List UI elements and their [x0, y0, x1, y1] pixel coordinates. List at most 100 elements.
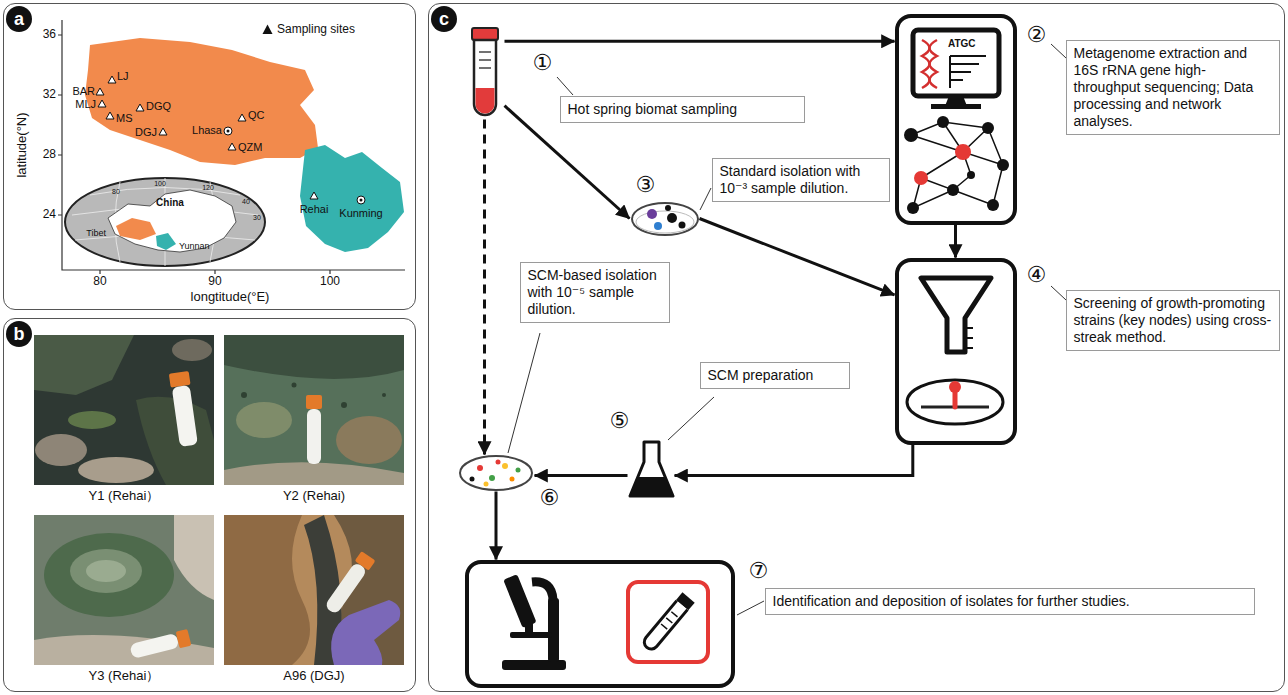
site-photo: [176, 629, 192, 648]
region-label: China: [156, 197, 184, 209]
site-photo: [44, 533, 174, 617]
microscope-icon: [532, 582, 553, 600]
site-photo: [86, 560, 126, 582]
network-graph: [982, 122, 994, 134]
site-photo: [324, 561, 368, 615]
panel-letter: c: [431, 6, 457, 32]
site-label: LJ: [117, 70, 129, 83]
site-marker: [106, 112, 114, 119]
petri-dish-icon: [510, 477, 515, 482]
flow-arrow: [505, 40, 895, 43]
site-photo: [129, 629, 191, 660]
site-photo: [68, 411, 116, 429]
axis-tick: 28: [43, 148, 56, 162]
site-photo: [172, 339, 212, 361]
site-marker: [108, 76, 116, 83]
petri-dish-icon: [667, 213, 677, 223]
site-label: MS: [116, 112, 133, 125]
flow-arrow: [700, 219, 895, 295]
legend-row: Sampling sites: [262, 22, 355, 36]
step-box: SCM-based isolation with 10⁻⁵ sample dil…: [520, 262, 670, 323]
petri-dish-icon: [632, 203, 698, 235]
yunnan-region: [300, 145, 404, 252]
site-marker: [96, 76, 318, 199]
leader-line: [508, 44, 1066, 615]
petri-dish-icon: [665, 205, 671, 211]
map-axes: [62, 20, 405, 270]
petri-dish: ③: [630, 200, 700, 238]
cross-streak-plate: [907, 380, 1003, 424]
step-box: Metagenome extraction and 16S rRNA gene …: [1066, 40, 1280, 135]
storage-tube-icon: [628, 582, 708, 662]
network-graph: [947, 184, 959, 196]
city-marker: [357, 196, 365, 204]
site-photo: [292, 383, 297, 388]
step-box: SCM preparation: [700, 362, 850, 389]
sample-tube-icon: [472, 28, 498, 40]
site-photo: [224, 462, 404, 485]
site-photo: [382, 393, 386, 397]
city-marker: [224, 127, 232, 135]
inset-globe: [108, 190, 236, 252]
computer-icon: [931, 104, 981, 109]
site-photo: [224, 515, 404, 665]
computer-icon: [913, 30, 999, 96]
sample-tube-icon: [472, 28, 498, 115]
inset-globe: [116, 218, 156, 240]
legend-symbol: [263, 24, 273, 34]
step-box: Screening of growth-promoting strains (k…: [1066, 290, 1280, 351]
microscope-icon: [502, 574, 566, 670]
site-photo: [169, 371, 199, 447]
step-text: Metagenome extraction and 16S rRNA gene …: [1074, 45, 1272, 130]
site-photo: [78, 457, 154, 483]
step-number: ②: [1027, 24, 1047, 46]
leader-line: [700, 188, 711, 210]
site-label: QZM: [238, 141, 262, 154]
legend-swatch: [262, 24, 273, 35]
funnel-icon: [921, 278, 991, 352]
site-photo: [224, 335, 404, 379]
flow-arrow: [483, 120, 486, 455]
site-photo: [306, 395, 322, 409]
step-number: ⑦: [749, 560, 769, 582]
sample-tube-icon: [479, 52, 491, 68]
site-label: DGJ: [135, 126, 157, 139]
site-marker: [228, 143, 236, 150]
axis-tick: 32: [43, 88, 56, 102]
map-axes: [58, 35, 330, 274]
flow-arrow: [495, 492, 498, 560]
step-number: ⑥: [540, 487, 560, 509]
site-photo: [34, 515, 214, 665]
site-label: MLJ: [75, 98, 96, 111]
step-number: ④: [1027, 264, 1047, 286]
leader-line: [668, 397, 714, 440]
petri-dish: ⑥: [458, 455, 535, 492]
city-marker: [224, 127, 365, 204]
petri-dish-icon: [647, 209, 657, 219]
city-marker: [227, 130, 230, 133]
site-photo: [236, 402, 292, 438]
microscope-icon: [548, 598, 559, 662]
step-number: ⑤: [610, 410, 630, 432]
site-photo: [307, 409, 321, 464]
axis-tick: 36: [43, 28, 56, 42]
axis-title: latitude(°N): [15, 112, 30, 177]
axis-tick: 100: [320, 275, 340, 289]
petri-dish-icon: [632, 203, 698, 235]
leader-line: [508, 333, 540, 453]
network-graph: [904, 128, 918, 142]
site-photo: [224, 515, 310, 665]
region-label: Yunnan: [179, 241, 210, 251]
network-graph: [955, 144, 971, 160]
network-graph: [907, 202, 919, 214]
site-photo: [323, 551, 375, 616]
petri-dish-icon: [654, 222, 662, 230]
network-graph: [911, 122, 1003, 208]
leader-line: [1051, 44, 1066, 58]
site-photo: [241, 392, 247, 398]
site-photo: [224, 515, 404, 665]
flow-arrow: [954, 225, 957, 258]
network-graph: [987, 199, 999, 211]
